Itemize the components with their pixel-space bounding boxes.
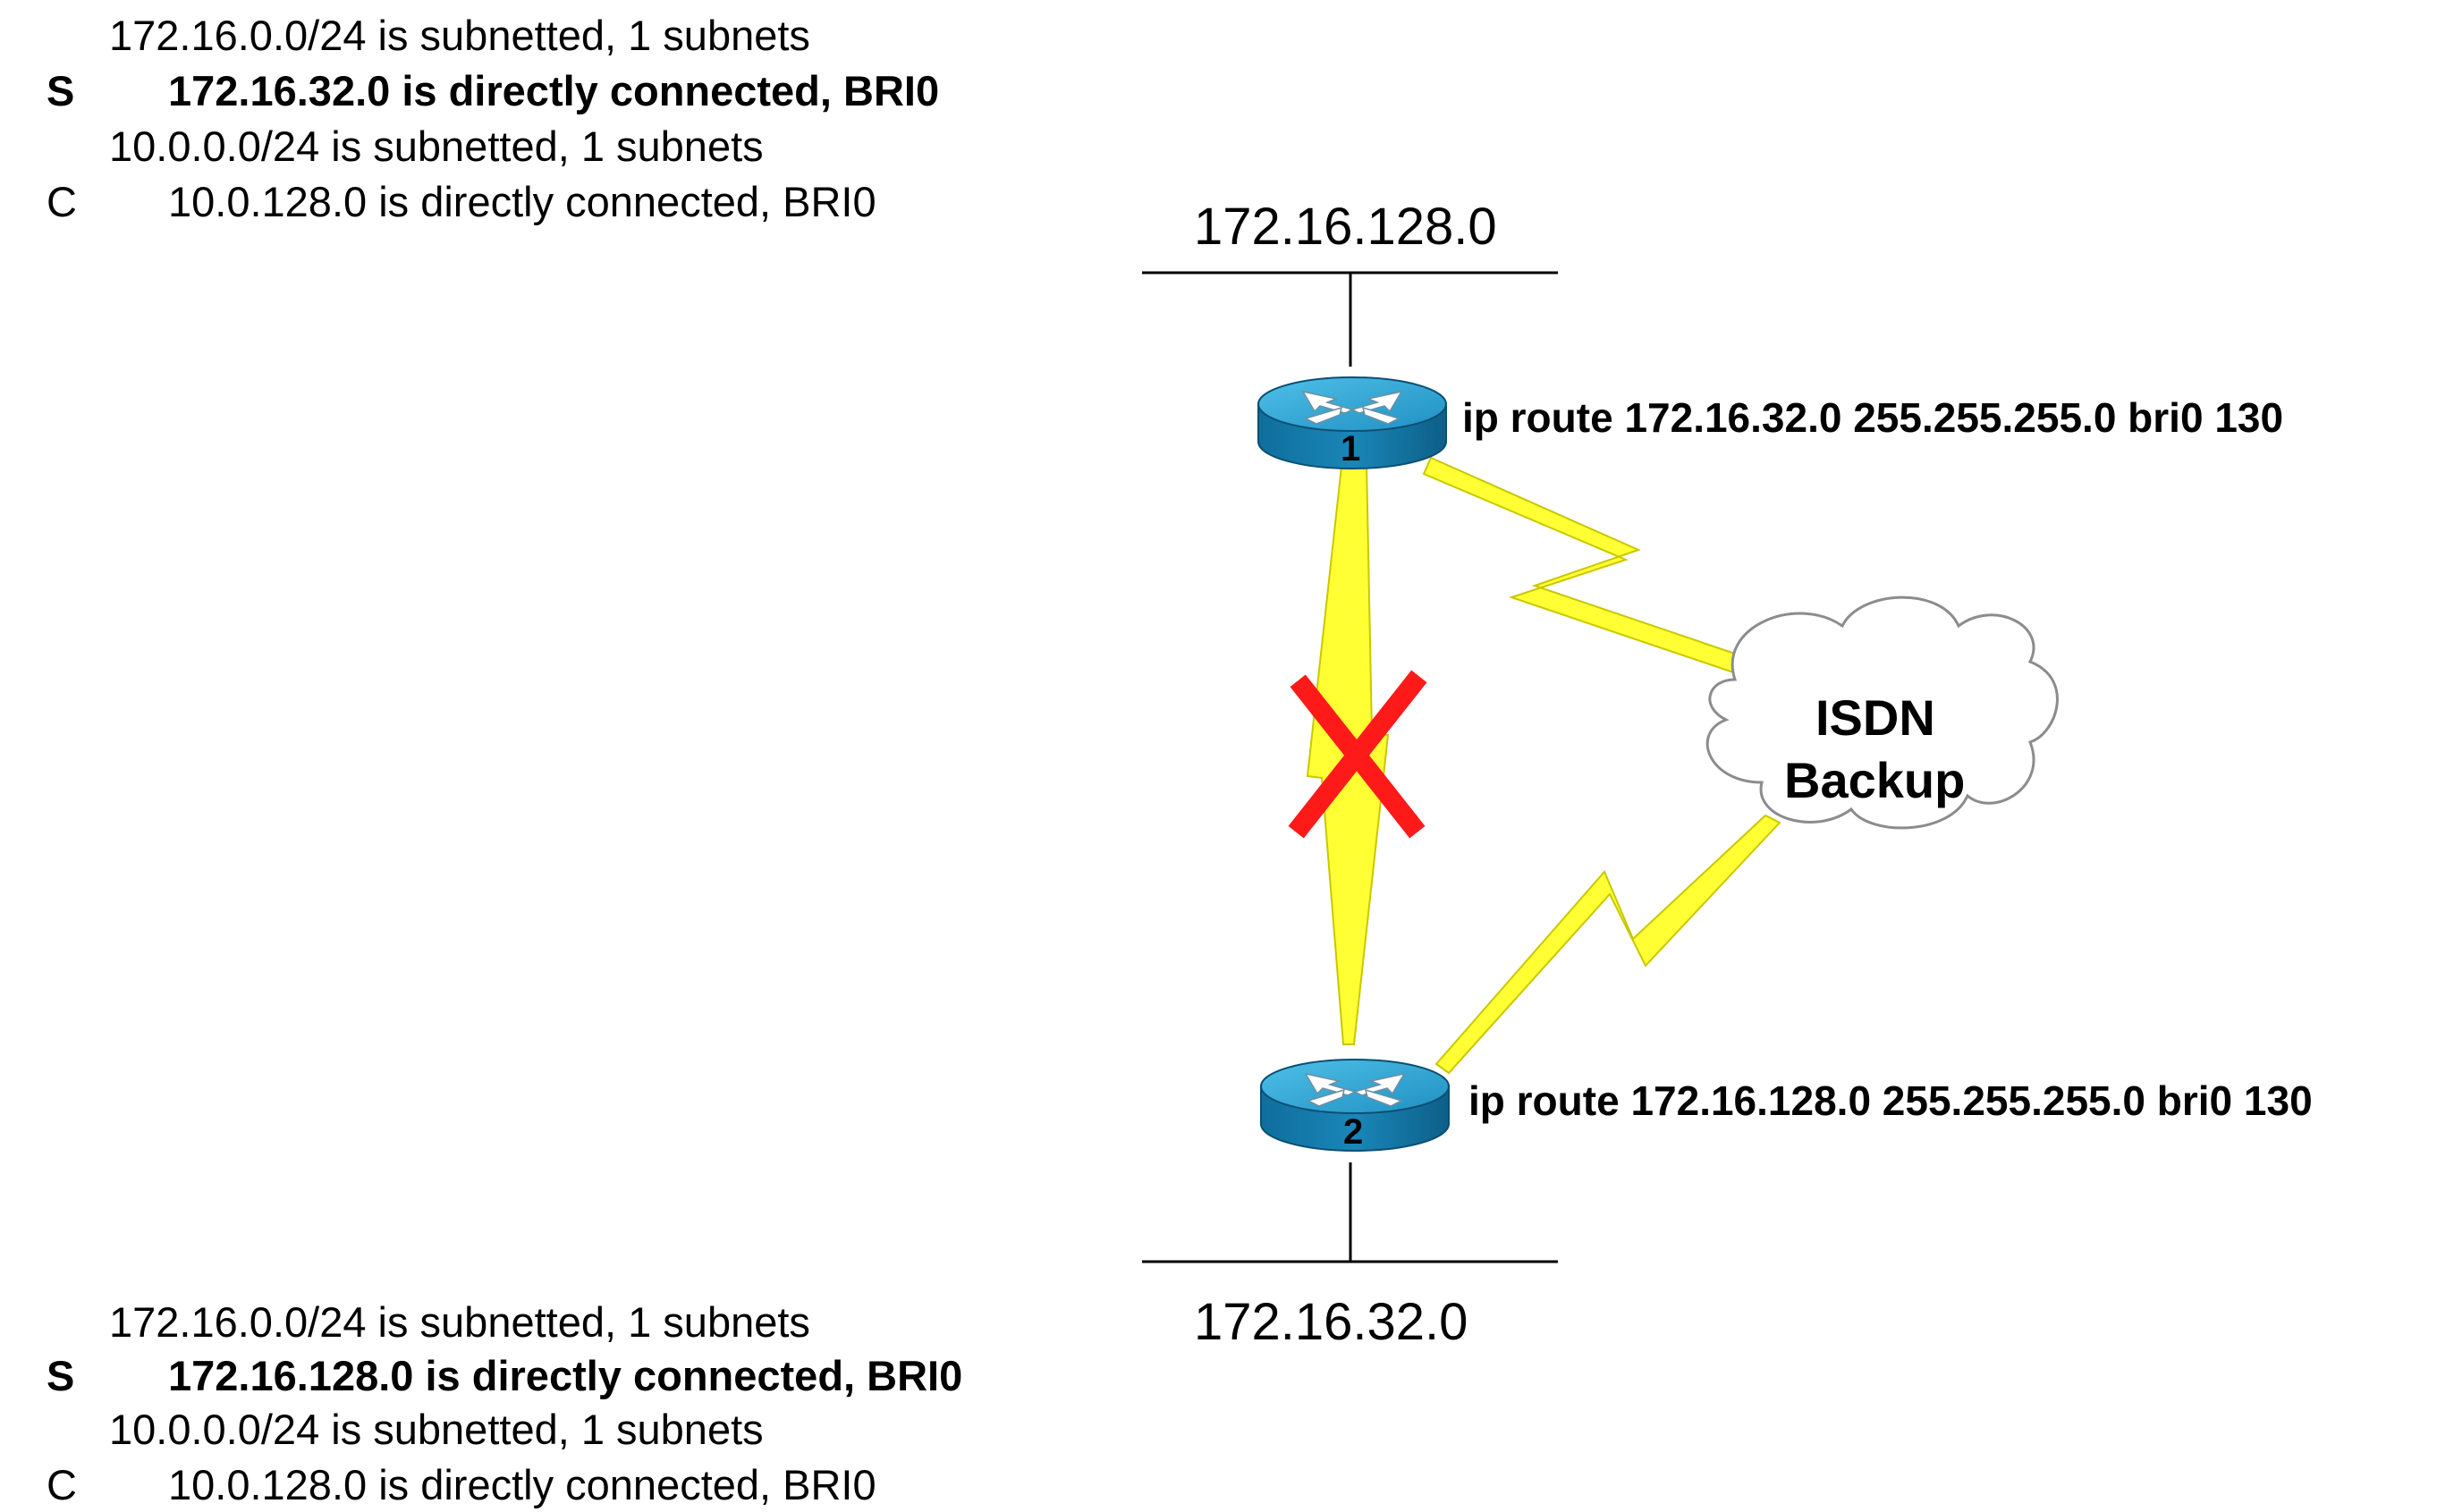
router-1-label: 1 bbox=[1341, 429, 1361, 469]
isdn-link-top-bolt bbox=[1422, 456, 1782, 681]
router-1-command: ip route 172.16.32.0 255.255.255.0 bri0 … bbox=[1462, 394, 2284, 441]
rt1-subnet-text: 172.16.0.0/24 is subnetted, 1 subnets bbox=[109, 12, 810, 59]
cloud-label-line1: ISDN bbox=[1815, 689, 1935, 746]
top-network-label: 172.16.128.0 bbox=[1194, 198, 1497, 256]
rt2-route-text: 10.0.128.0 is directly connected, BRI0 bbox=[168, 1461, 876, 1508]
rt2-subnet-text: 10.0.0.0/24 is subnetted, 1 subnets bbox=[109, 1406, 764, 1453]
router-2-label: 2 bbox=[1343, 1112, 1364, 1152]
link-failure-x-icon bbox=[1288, 670, 1427, 839]
rt2-route-text: 172.16.128.0 is directly connected, BRI0 bbox=[168, 1352, 963, 1399]
isdn-cloud-icon bbox=[1705, 596, 2059, 830]
rt1-route-text: 10.0.128.0 is directly connected, BRI0 bbox=[168, 178, 876, 225]
router-2-command: ip route 172.16.128.0 255.255.255.0 bri0… bbox=[1468, 1077, 2313, 1124]
rt1-route-text: 172.16.32.0 is directly connected, BRI0 bbox=[168, 67, 940, 114]
rt1-route-code: S bbox=[47, 67, 75, 114]
isdn-link-bottom-bolt bbox=[1434, 814, 1781, 1075]
bottom-network-label: 172.16.32.0 bbox=[1194, 1293, 1468, 1351]
rt1-route-code: C bbox=[47, 178, 77, 225]
rt2-route-code: S bbox=[47, 1352, 75, 1399]
rt2-subnet-text: 172.16.0.0/24 is subnetted, 1 subnets bbox=[109, 1298, 810, 1346]
cloud-label-line2: Backup bbox=[1784, 752, 1966, 808]
rt1-subnet-text: 10.0.0.0/24 is subnetted, 1 subnets bbox=[109, 122, 764, 170]
routing-table-router1: 172.16.0.0/24 is subnetted, 1 subnets S … bbox=[0, 9, 1163, 232]
routing-table-router2: 172.16.0.0/24 is subnetted, 1 subnets S … bbox=[0, 1296, 1163, 1510]
rt2-route-code: C bbox=[47, 1461, 77, 1508]
